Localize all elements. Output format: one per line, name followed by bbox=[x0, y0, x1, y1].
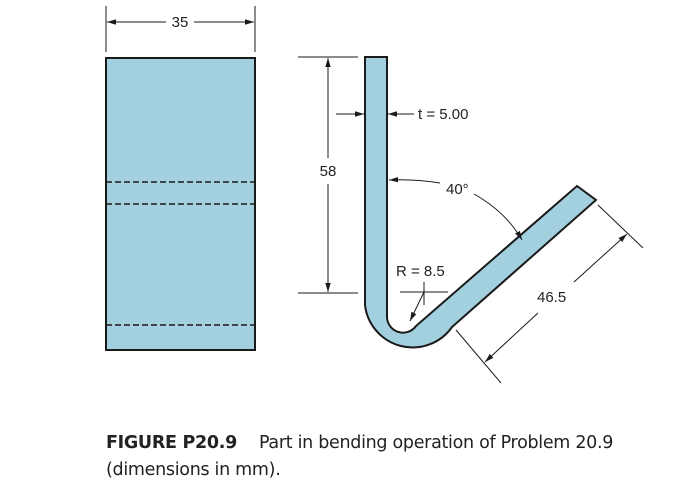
flat-blank-view: 35 bbox=[105, 6, 256, 351]
leg-extension-bottom bbox=[455, 329, 502, 384]
angle-arc-bottom bbox=[473, 193, 523, 241]
angle-label: 40° bbox=[446, 181, 469, 198]
bent-part-view: 58 t = 5.00 40° R = 8.5 46.5 bbox=[298, 56, 644, 384]
bending-part-figure: 35 58 t = 5.00 40° R = 8.5 46.5 bbox=[105, 6, 644, 384]
leg-extension-top bbox=[597, 204, 644, 249]
radius-label: R = 8.5 bbox=[396, 263, 445, 280]
radius-leader bbox=[409, 291, 425, 322]
leg-dim-line-bottom bbox=[484, 312, 539, 363]
height-dimension-label: 58 bbox=[320, 163, 337, 180]
width-dimension-label: 35 bbox=[172, 14, 189, 31]
thickness-label: t = 5.00 bbox=[418, 106, 468, 123]
caption-text: Part in bending operation of Problem 20.… bbox=[106, 433, 614, 480]
bent-part-profile bbox=[364, 56, 598, 349]
leg-length-label: 46.5 bbox=[537, 289, 566, 306]
caption-label: FIGURE P20.9 bbox=[106, 433, 237, 453]
leg-dim-line-top bbox=[573, 233, 628, 283]
angle-arc-top bbox=[388, 176, 441, 184]
